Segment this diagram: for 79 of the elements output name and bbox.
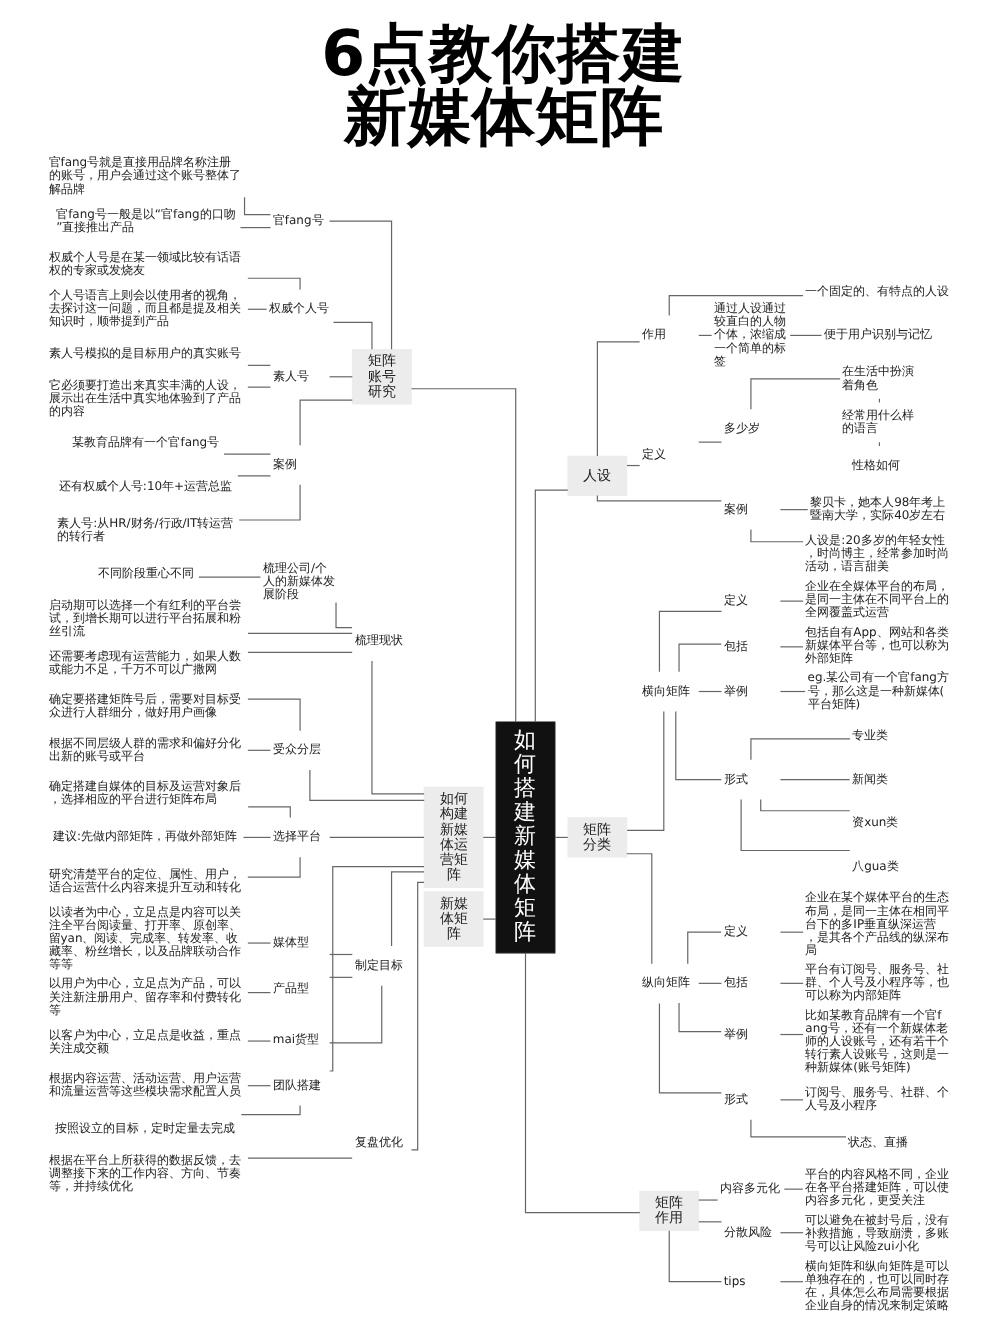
connector <box>782 1188 803 1190</box>
connector <box>246 277 300 291</box>
connector <box>677 643 721 673</box>
connector <box>246 1157 352 1159</box>
connector <box>237 484 300 521</box>
connector <box>239 1104 300 1116</box>
connector <box>409 388 516 723</box>
connector <box>409 881 424 1151</box>
connector <box>298 399 352 446</box>
connector <box>778 931 803 933</box>
connector <box>657 610 722 673</box>
connector <box>236 475 271 477</box>
connector <box>334 601 352 629</box>
connector <box>331 321 372 350</box>
connector <box>246 749 270 751</box>
connector <box>308 769 424 801</box>
connector <box>246 308 267 310</box>
connector <box>657 1002 722 1094</box>
connector <box>749 378 840 410</box>
connector <box>749 1119 846 1138</box>
connector <box>778 1033 803 1036</box>
connector <box>241 836 271 838</box>
connector <box>246 856 300 878</box>
connector <box>749 738 850 761</box>
connector <box>778 509 808 511</box>
connector <box>778 1232 803 1234</box>
connector <box>197 576 261 578</box>
connector <box>246 1085 270 1087</box>
connector <box>481 918 496 920</box>
connector <box>788 334 822 336</box>
connector <box>246 1040 270 1042</box>
connector <box>242 196 270 216</box>
connector <box>246 364 270 366</box>
connector <box>327 953 352 956</box>
connector <box>625 710 664 831</box>
connector <box>778 646 803 648</box>
connector <box>328 866 424 1072</box>
connector <box>778 982 803 984</box>
connector <box>697 982 722 984</box>
connector <box>523 952 640 1214</box>
connector <box>697 1199 718 1201</box>
connector <box>778 690 805 693</box>
connector <box>327 220 392 350</box>
connector <box>389 871 424 947</box>
connector <box>778 600 803 602</box>
connector <box>697 441 722 443</box>
connector <box>778 779 850 781</box>
connector <box>238 227 271 229</box>
connector <box>749 528 803 543</box>
node-box: 如何搭建新媒体矩阵 <box>494 721 555 954</box>
connector <box>246 386 270 388</box>
connector <box>778 1281 803 1283</box>
connector <box>222 453 271 455</box>
connector <box>327 985 382 1044</box>
connector <box>246 806 290 819</box>
connector <box>246 651 352 653</box>
connector <box>246 632 352 635</box>
connector <box>246 698 300 732</box>
connector <box>327 976 352 978</box>
connector <box>595 341 640 457</box>
connector <box>667 295 803 317</box>
connector <box>686 931 721 965</box>
connector <box>778 1099 803 1101</box>
connector <box>697 1221 722 1223</box>
connector <box>246 992 270 994</box>
connector <box>759 798 850 812</box>
connector <box>697 690 722 693</box>
connector <box>533 489 568 723</box>
connector <box>739 798 850 852</box>
connector <box>667 1230 722 1283</box>
connector <box>370 660 424 795</box>
connector <box>625 853 652 965</box>
diagram-title: 6点教你搭建新媒体矩阵 <box>320 18 685 154</box>
connector <box>327 376 352 378</box>
connector <box>595 495 721 502</box>
connector <box>328 836 424 838</box>
connector <box>246 942 270 944</box>
connector <box>677 1002 721 1033</box>
connector <box>674 710 721 781</box>
